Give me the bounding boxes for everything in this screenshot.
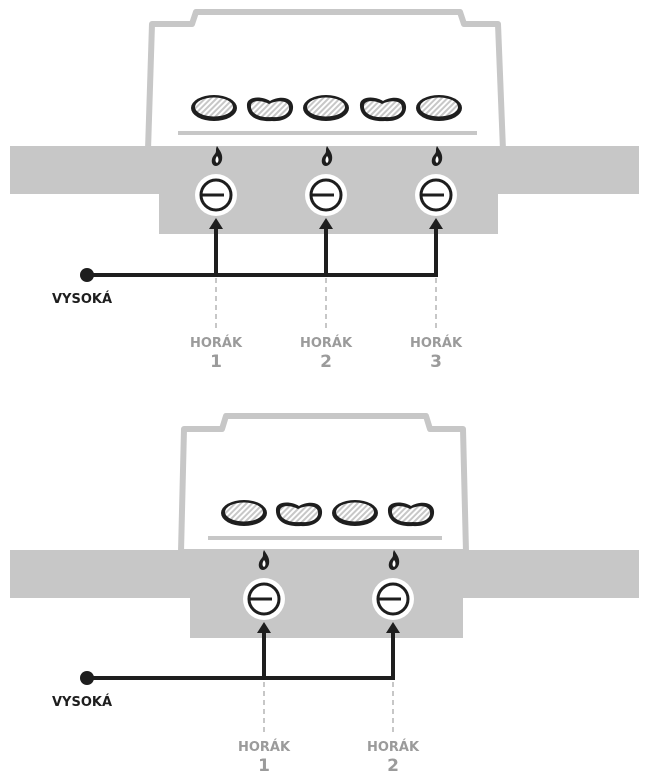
burner-number: 3 — [430, 352, 442, 372]
steak-icon — [191, 95, 237, 121]
knob-icon[interactable] — [193, 172, 239, 218]
knob-icon[interactable] — [303, 172, 349, 218]
burner-number: 2 — [320, 352, 332, 372]
knob-icon[interactable] — [241, 576, 287, 622]
burner-label: HORÁK — [190, 335, 243, 351]
burner-number: 1 — [210, 352, 222, 372]
burner-label: HORÁK — [238, 739, 291, 755]
diagram-2-burners: VYSOKÁ HORÁK 1 HORÁK 2 — [10, 413, 639, 775]
setting-connector — [80, 622, 400, 685]
knob-icon[interactable] — [370, 576, 416, 622]
arrow-up-icon — [319, 218, 333, 229]
steaks — [221, 500, 435, 527]
grill-lid — [145, 9, 506, 153]
steak-icon — [303, 95, 349, 121]
steaks — [191, 95, 462, 122]
burner-number: 1 — [258, 756, 270, 775]
steak-icon — [332, 500, 378, 526]
control-panel — [190, 550, 463, 638]
knob-icon[interactable] — [413, 172, 459, 218]
setting-label: VYSOKÁ — [52, 694, 112, 710]
steak-icon — [387, 502, 435, 527]
steak-icon — [275, 502, 323, 527]
burner-label: HORÁK — [410, 335, 463, 351]
grill-lid — [178, 413, 469, 555]
burner-number: 2 — [387, 756, 399, 775]
arrow-up-icon — [257, 622, 271, 633]
steak-icon — [359, 97, 407, 122]
setting-connector — [80, 218, 443, 282]
arrow-up-icon — [386, 622, 400, 633]
steak-icon — [246, 97, 294, 122]
steak-icon — [221, 500, 267, 526]
arrow-up-icon — [429, 218, 443, 229]
burner-label: HORÁK — [300, 335, 353, 351]
burner-label: HORÁK — [367, 739, 420, 755]
setting-label: VYSOKÁ — [52, 291, 112, 307]
diagram-3-burners: VYSOKÁ HORÁK 1 HORÁK 2 HORÁK 3 — [10, 9, 639, 372]
steak-icon — [416, 95, 462, 121]
arrow-up-icon — [209, 218, 223, 229]
